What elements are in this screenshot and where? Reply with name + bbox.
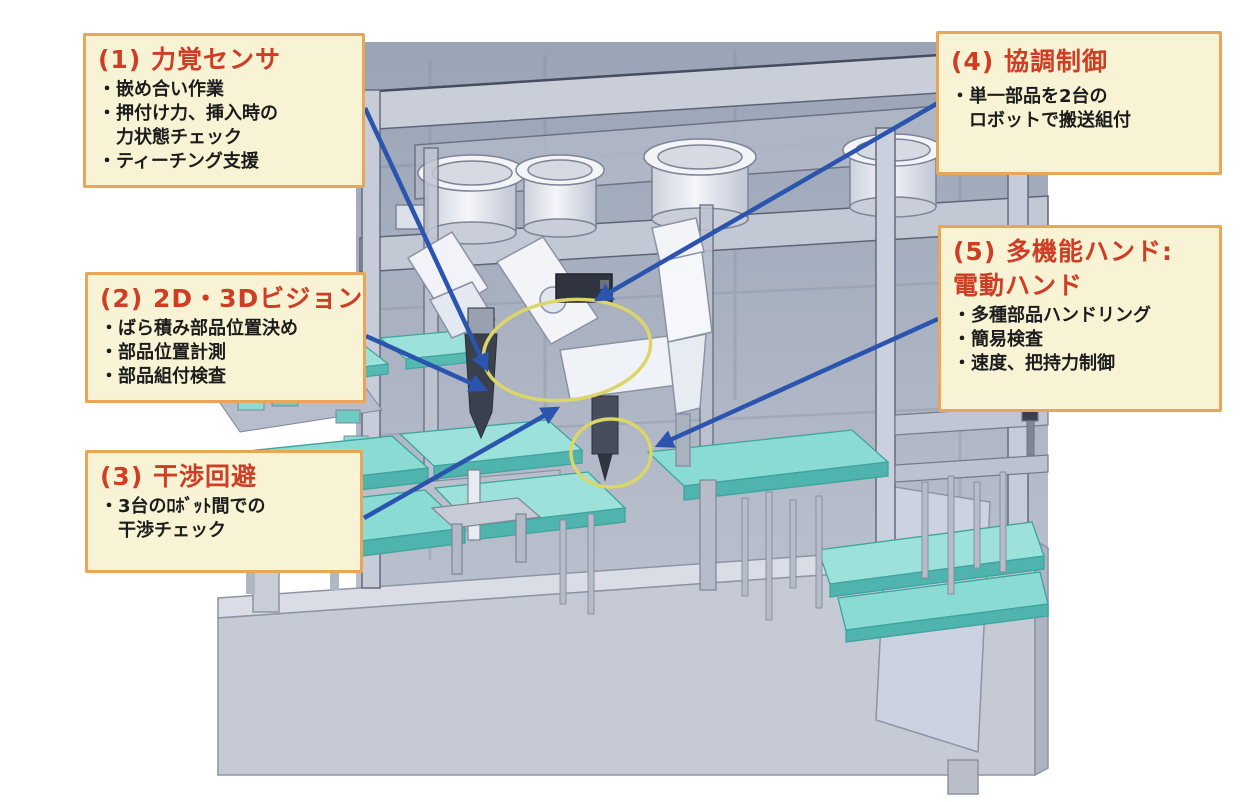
highlight-ellipse-small (569, 417, 653, 489)
right-rails (894, 404, 1049, 483)
callout-title: (2) 2D・3Dビジョン (100, 284, 364, 313)
callout-line: 干渉チェック (100, 520, 226, 541)
callout-cooperative-control: (4) 協調制御 ・単一部品を2台の ロボットで搬送組付 (936, 31, 1222, 175)
annotation-line-vision (365, 333, 489, 392)
callout-line: ・部品位置計測 (100, 342, 226, 363)
callout-line: ・3台のﾛﾎﾞｯﾄ間での (100, 496, 266, 517)
callout-title: (1) 力覚センサ (98, 45, 281, 74)
robot-right (651, 217, 713, 467)
annotation-lines (362, 101, 940, 520)
callout-line: ・部品組付検査 (100, 366, 226, 387)
callout-multifunction-hand: (5) 多機能ハンド: 電動ハンド ・多種部品ハンドリング ・簡易検査 ・速度、… (938, 225, 1222, 412)
tooling-pins (559, 471, 1007, 621)
callout-force-sensor: (1) 力覚センサ ・嵌め合い作業 ・押付け力、挿入時の 力状態チェック ・ティ… (83, 33, 365, 188)
annotation-line-force-sensor (362, 107, 489, 373)
callout-line: ・多種部品ハンドリング (953, 305, 1151, 326)
callout-interference-avoidance: (3) 干渉回避 ・3台のﾛﾎﾞｯﾄ間での 干渉チェック (85, 450, 363, 573)
center-bench (430, 469, 717, 591)
robot-left (406, 230, 497, 339)
right-trays (646, 429, 1049, 643)
callout-subtitle: 電動ハンド (953, 271, 1084, 300)
callout-title: (3) 干渉回避 (100, 462, 257, 491)
parts-feeder-2 (515, 154, 605, 238)
callout-line: ・簡易検査 (953, 329, 1043, 350)
callout-line: ロボットで搬送組付 (951, 110, 1131, 131)
callout-title: (4) 協調制御 (951, 47, 1108, 76)
callout-line: ・ティーチング支援 (98, 151, 259, 172)
annotation-line-interference (362, 406, 561, 520)
callout-line: ・単一部品を2台の (951, 86, 1108, 107)
callout-2d-3d-vision: (2) 2D・3Dビジョン ・ばら積み部品位置決め ・部品位置計測 ・部品組付検… (85, 272, 366, 403)
gripper-tool (591, 395, 619, 482)
callout-line: ・嵌め合い作業 (98, 79, 224, 100)
annotation-line-hand (654, 316, 939, 448)
callout-line: 力状態チェック (98, 127, 242, 148)
callout-line: ・ばら積み部品位置決め (100, 318, 298, 339)
callout-title: (5) 多機能ハンド: (953, 237, 1173, 266)
callout-line: ・押付け力、挿入時の (98, 103, 278, 124)
callout-line: ・速度、把持力制御 (953, 353, 1115, 374)
annotation-line-cooperative (593, 101, 940, 302)
